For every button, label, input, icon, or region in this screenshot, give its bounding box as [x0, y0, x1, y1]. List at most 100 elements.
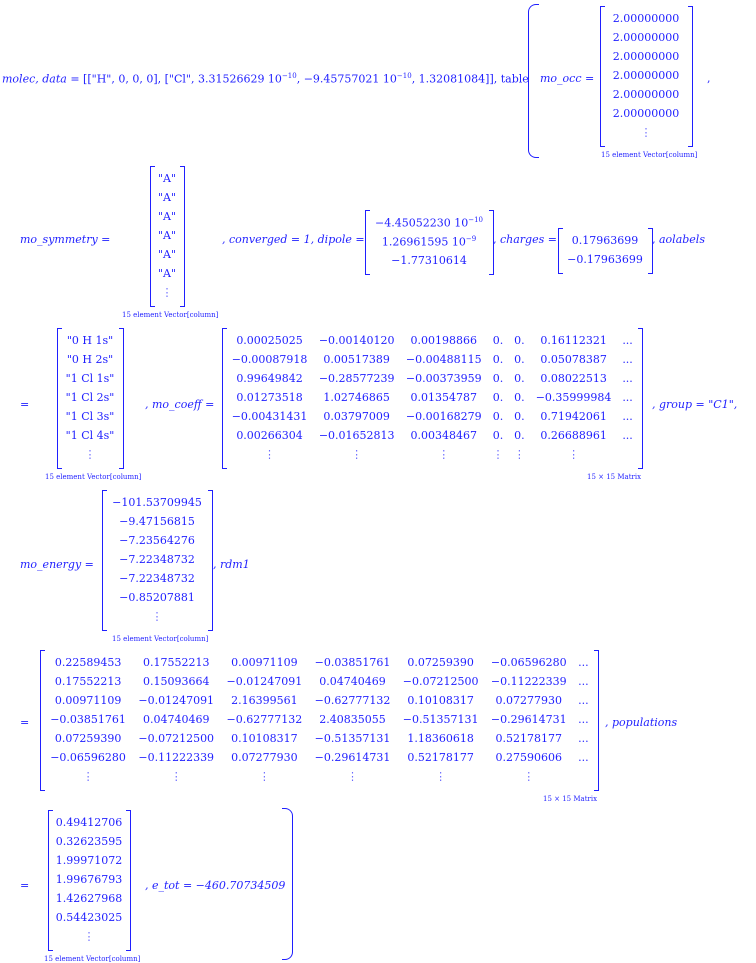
matrix-cell: 0.26688961	[540, 429, 607, 442]
vector-entry: −0.17963699	[558, 250, 652, 269]
equals: =	[70, 72, 80, 86]
cl-y: , −9.45757021 10	[296, 72, 397, 86]
matrix-cell: −0.00087918	[231, 353, 308, 366]
left-bracket	[222, 328, 227, 469]
vertical-ellipsis: ⋮	[640, 126, 652, 139]
vector-entry: "A"	[150, 264, 184, 283]
table-open-paren	[528, 4, 539, 158]
cl-x: 3.31526629 10	[197, 72, 282, 86]
exponent: −10	[468, 215, 483, 224]
entry-value: −1.77310614	[391, 254, 467, 267]
matrix-cell: 2.40835055	[319, 713, 386, 726]
matrix-cell: 0.52178177	[495, 732, 563, 745]
matrix-cell: −0.07212500	[402, 675, 479, 688]
matrix-cell: 0.00971109	[54, 694, 122, 707]
vector-entry: "A"	[150, 207, 184, 226]
vertical-ellipsis: ⋮	[346, 770, 358, 783]
matrix-cell: 0.00348467	[410, 429, 478, 442]
equals: =	[20, 398, 30, 411]
matrix-cell: 0.01273518	[236, 391, 303, 404]
vector-entry: 2.00000000	[600, 28, 692, 47]
matrix-cell: 0.03797009	[323, 410, 390, 423]
cl-z: , 1.32081084]], table	[411, 72, 529, 86]
vertical-ellipsis: ⋮	[84, 448, 96, 461]
matrix-cell: ...	[578, 713, 589, 726]
vertical-ellipsis: ⋮	[513, 448, 525, 461]
vector-entry: 2.00000000	[600, 104, 692, 123]
vector-entry: −0.85207881	[102, 588, 212, 607]
matrix-cell: 0.99649842	[236, 372, 303, 385]
matrix-cell: −0.51357131	[314, 732, 391, 745]
entry-value: 1.42627968	[55, 892, 123, 905]
entry-value: −7.23564276	[119, 534, 195, 547]
entry-value: −7.22348732	[119, 553, 195, 566]
entry-value: 0.32623595	[55, 835, 123, 848]
right-bracket	[688, 6, 693, 147]
left-bracket	[40, 650, 45, 791]
vector-caption: 15 element Vector[column]	[122, 311, 219, 319]
vector-caption: 15 element Vector[column]	[44, 955, 141, 963]
matrix-cell: 0.07277930	[231, 751, 298, 764]
equals: =	[20, 879, 30, 892]
matrix-cell: 0.	[492, 391, 504, 404]
matrix-cell: ...	[578, 656, 589, 669]
left-bracket	[102, 490, 107, 631]
entry-value: 2.00000000	[612, 31, 680, 44]
matrix-cell: −0.62777132	[226, 713, 303, 726]
right-bracket	[638, 328, 643, 469]
left-bracket	[57, 328, 62, 469]
entry-value: 1.99676793	[55, 873, 123, 886]
matrix-cell: ...	[578, 675, 589, 688]
matrix-cell: ...	[622, 353, 633, 366]
e-tot-label: , e_tot = −460.70734509	[145, 879, 286, 892]
matrix-cell: 0.	[492, 372, 504, 385]
matrix-cell: 0.	[514, 391, 525, 404]
matrix-cell: 0.08022513	[540, 372, 607, 385]
exponent: −9	[465, 234, 477, 243]
vertical-ellipsis	[617, 445, 638, 464]
matrix-cell: −0.11222339	[490, 675, 567, 688]
matrix-cell: ...	[578, 694, 589, 707]
matrix-caption: 15 × 15 Matrix	[543, 795, 598, 803]
vector-entry: "1 Cl 2s"	[57, 388, 123, 407]
matrix-cell: −0.35999984	[535, 391, 612, 404]
vertical-ellipsis: ⋮	[151, 610, 163, 623]
vector-entry: "A"	[150, 169, 184, 188]
table-close-paren	[282, 808, 293, 960]
matrix-cell: 0.	[514, 353, 525, 366]
matrix-cell: ...	[578, 732, 589, 745]
matrix-cell: 0.16112321	[540, 334, 607, 347]
entry-value: 2.00000000	[612, 50, 680, 63]
matrix-cell: 0.07259390	[407, 656, 474, 669]
left-bracket	[48, 810, 53, 951]
vector-entry: 0.49412706	[48, 813, 130, 832]
entry-value: −7.22348732	[119, 572, 195, 585]
matrix-cell: 0.	[514, 429, 525, 442]
vector-entry: 1.42627968	[48, 889, 130, 908]
molec-data-line: molec, data = [["H", 0, 0, 0], ["Cl", 3.…	[2, 72, 529, 86]
matrix-cell: 0.71942061	[540, 410, 607, 423]
vector-entry: 2.00000000	[600, 9, 692, 28]
matrix-cell: 0.17552213	[54, 675, 122, 688]
matrix-cell: 0.22589453	[54, 656, 122, 669]
entry-value: 1.26961595 10	[381, 235, 466, 249]
comma: ,	[707, 72, 711, 85]
matrix-cell: 0.00971109	[231, 656, 298, 669]
vector-entry: −9.47156815	[102, 512, 212, 531]
matrix-cell: ...	[622, 391, 633, 404]
entry-value: "1 Cl 4s"	[65, 429, 115, 442]
aolabels-label: , aolabels	[652, 233, 705, 246]
right-bracket	[594, 650, 599, 791]
matrix-cell: 0.00517389	[323, 353, 390, 366]
matrix-cell: 0.04740469	[142, 713, 210, 726]
matrix-cell: 0.	[514, 372, 525, 385]
vertical-ellipsis: ⋮	[83, 930, 95, 943]
vertical-ellipsis: ⋮	[264, 448, 276, 461]
matrix-cell: −0.51357131	[402, 713, 479, 726]
